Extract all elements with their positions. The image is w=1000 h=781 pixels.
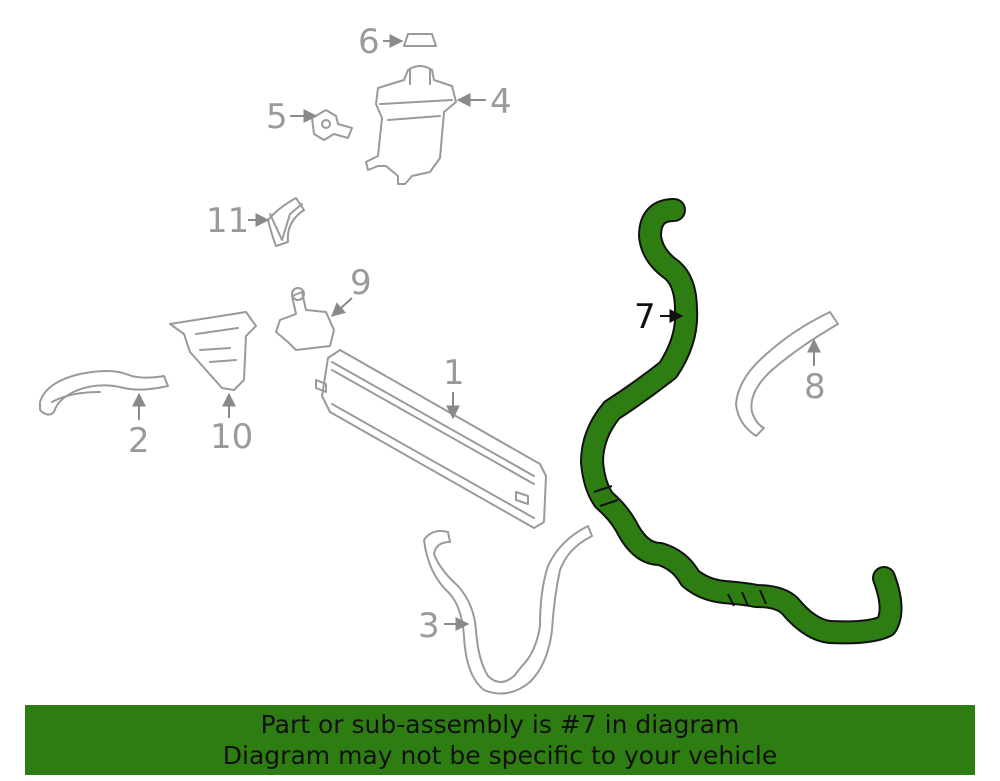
- part-2-hose: [39, 370, 169, 416]
- part-1-radiator: [315, 349, 547, 529]
- callout-6: 6: [358, 22, 380, 62]
- callout-4: 4: [490, 82, 512, 122]
- info-banner: Part or sub-assembly is #7 in diagram Di…: [25, 705, 975, 775]
- part-3-hose: [423, 525, 593, 695]
- part-10-mount: [169, 311, 257, 391]
- parts-diagram: 6 4 5 11 9 7 1 8 2 10 3: [39, 22, 903, 695]
- part-5-bracket: [311, 109, 353, 141]
- part-11-small-hose: [267, 197, 305, 247]
- part-4-reservoir: [365, 65, 457, 185]
- callout-9: 9: [350, 263, 372, 303]
- callout-10: 10: [210, 417, 253, 457]
- banner-line-1: Part or sub-assembly is #7 in diagram: [260, 710, 740, 739]
- callout-5: 5: [266, 97, 288, 137]
- callout-8: 8: [804, 367, 826, 407]
- callout-1: 1: [443, 353, 465, 393]
- callout-3: 3: [418, 606, 440, 646]
- callout-7: 7: [634, 297, 656, 337]
- part-8-hose: [735, 311, 839, 437]
- part-6-cap: [403, 33, 437, 47]
- arrow-9: [330, 297, 353, 317]
- banner-line-2: Diagram may not be specific to your vehi…: [222, 741, 778, 770]
- callout-2: 2: [128, 421, 150, 461]
- part-9-pump: [275, 287, 335, 351]
- part-7-hose-highlighted: [580, 198, 903, 645]
- callout-11: 11: [206, 201, 249, 241]
